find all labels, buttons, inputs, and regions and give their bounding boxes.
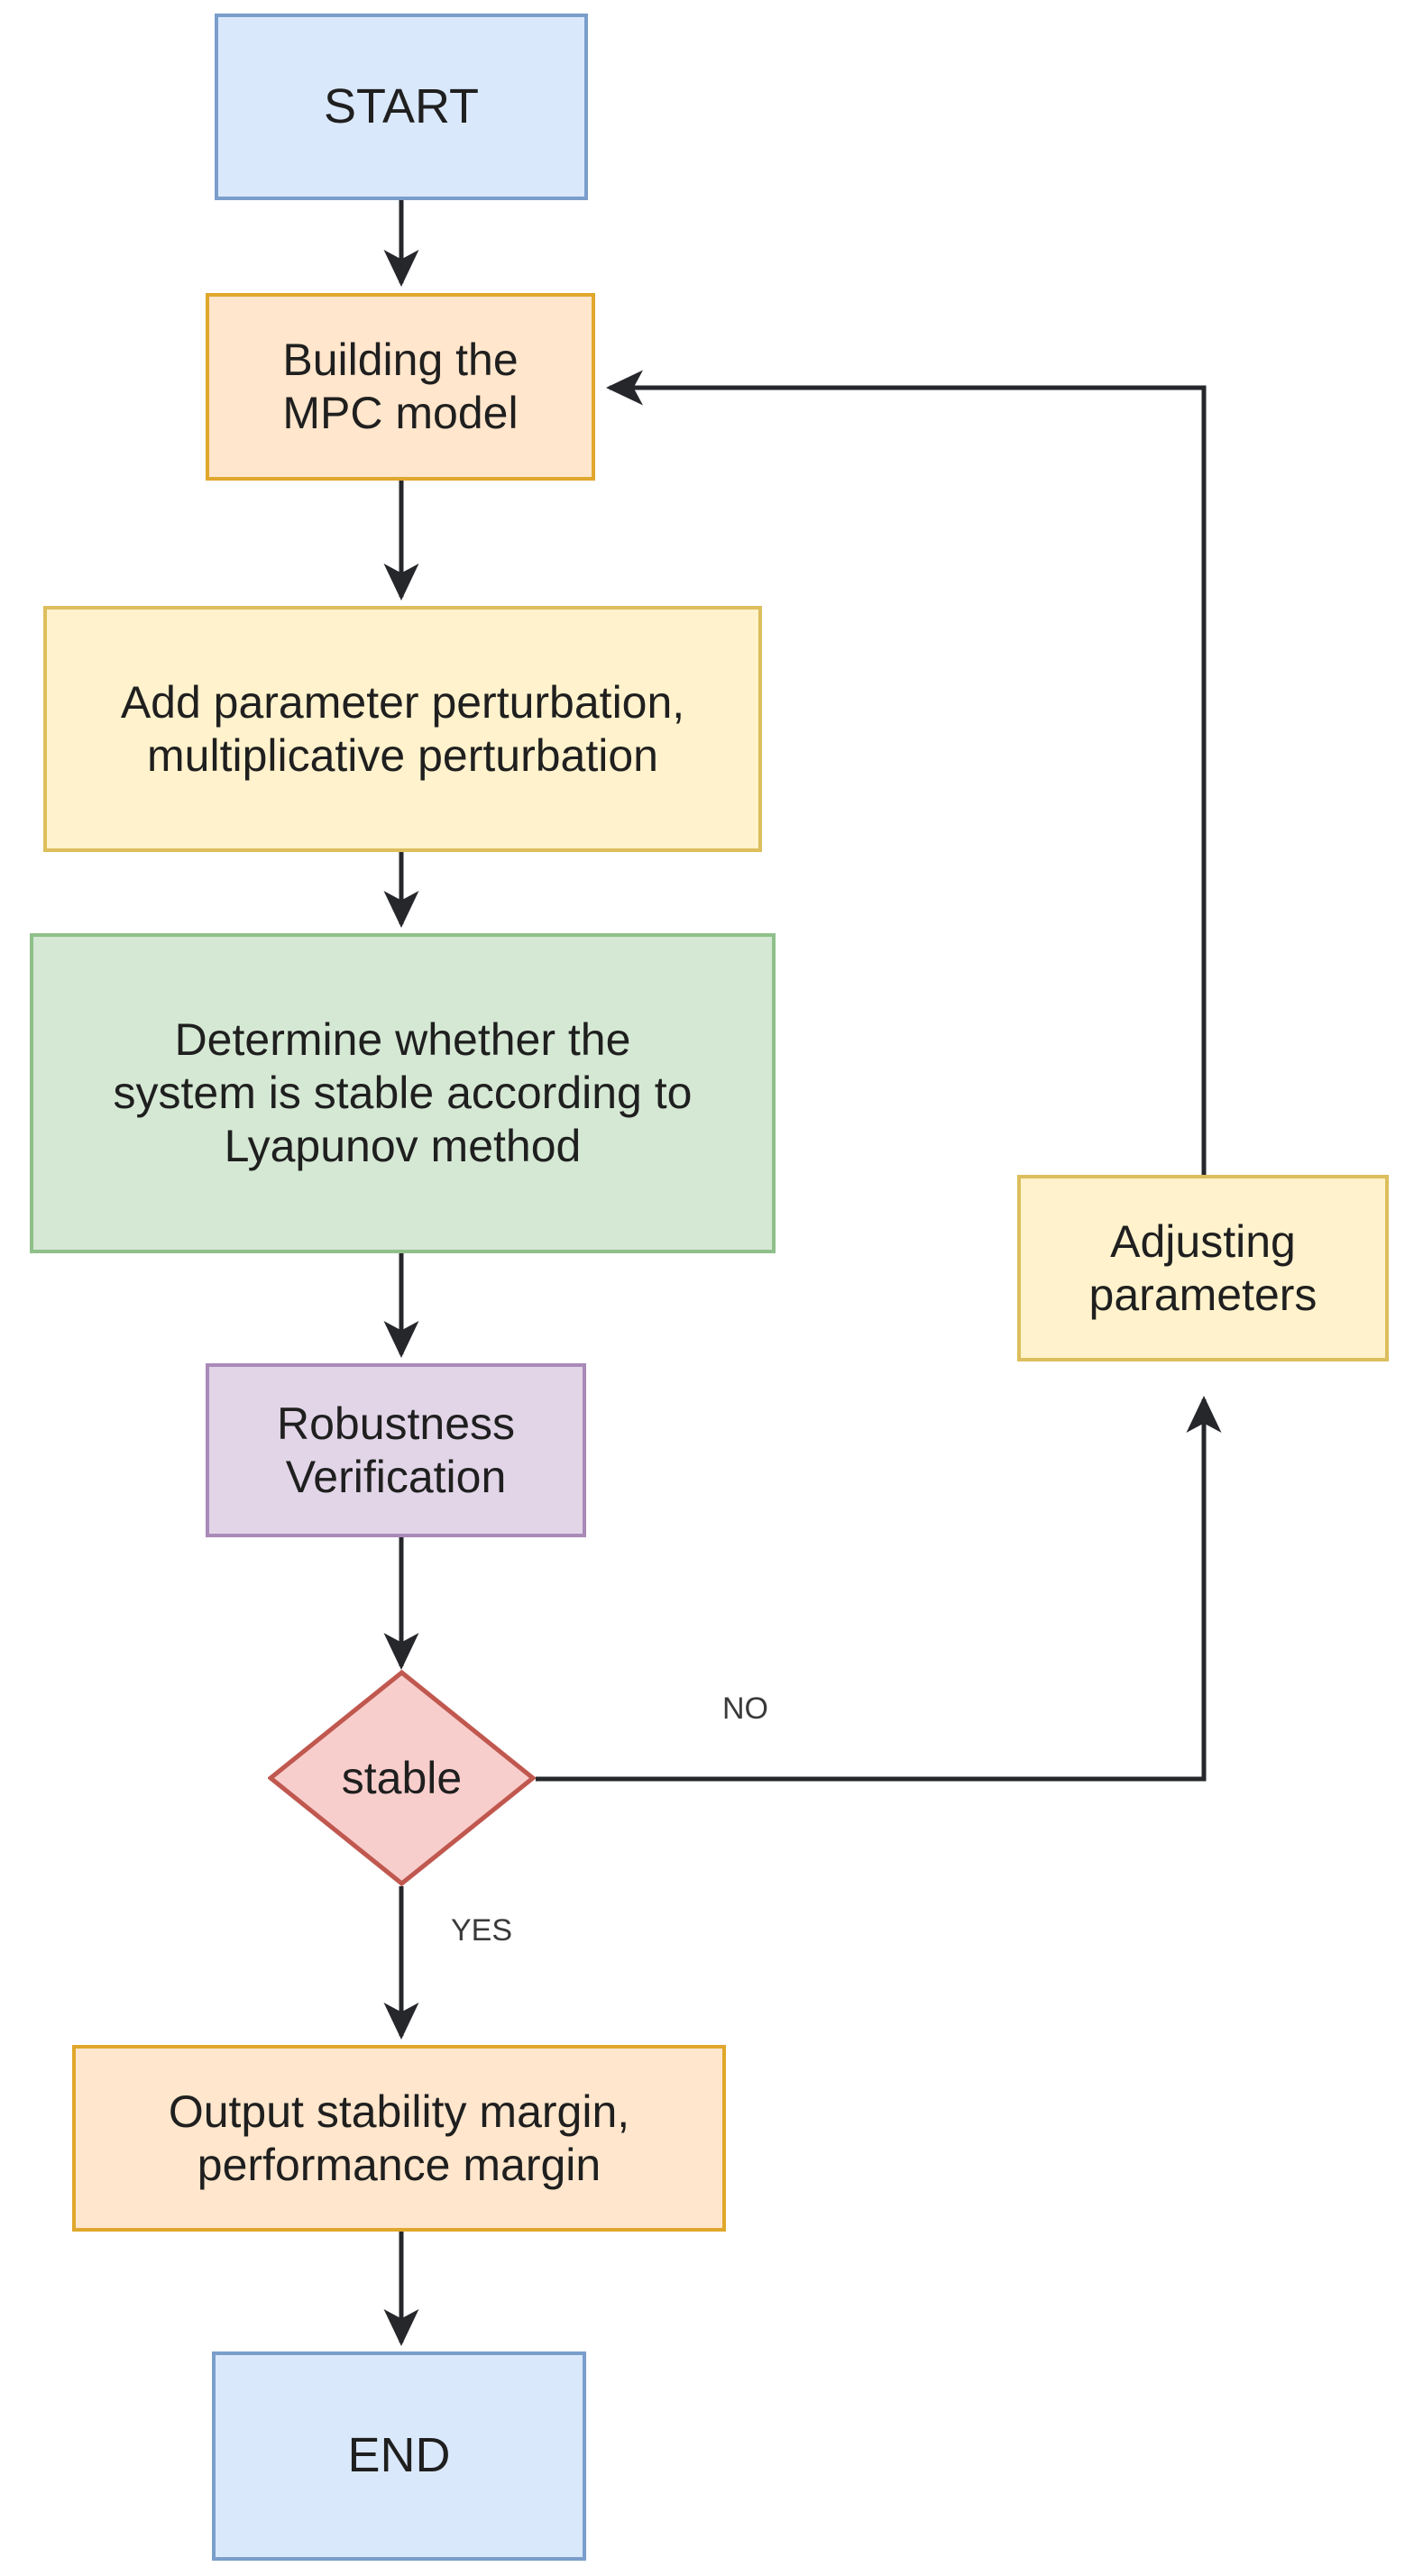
diamond-shape [268,1670,536,1886]
node-output-margins[interactable]: Output stability margin, performance mar… [72,2045,726,2232]
edge-label-no: NO [722,1691,768,1726]
node-robustness-verification[interactable]: Robustness Verification [206,1363,586,1537]
node-adjusting-parameters[interactable]: Adjusting parameters [1017,1175,1389,1361]
node-stable-decision[interactable]: stable [268,1670,536,1886]
edge-label-yes: YES [451,1913,513,1948]
node-building-mpc-model[interactable]: Building the MPC model [206,293,595,481]
node-end[interactable]: END [212,2351,586,2561]
node-stable-decision-label: stable [341,1753,463,1803]
edge-stable-no-to-adjust [536,1396,1222,1782]
node-determine-stability[interactable]: Determine whether the system is stable a… [30,933,776,1253]
node-add-perturbation[interactable]: Add parameter perturbation, multiplicati… [43,606,762,852]
node-start[interactable]: START [215,14,588,200]
